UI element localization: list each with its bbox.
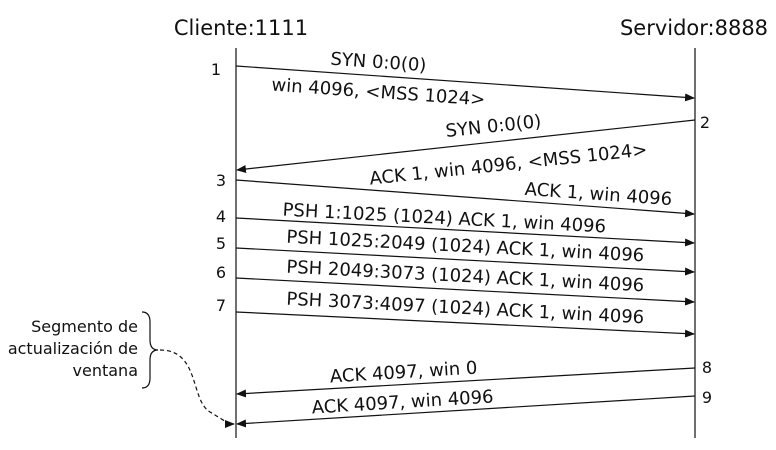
message-label: win 4096, <MSS 1024> bbox=[271, 75, 486, 111]
message-9: 9 ACK 4097, win 4096 bbox=[236, 386, 712, 428]
message-number: 4 bbox=[216, 207, 226, 226]
message-2: 2 SYN 0:0(0) ACK 1, win 4096, <MSS 1024> bbox=[236, 111, 710, 190]
message-label: ACK 1, win 4096, <MSS 1024> bbox=[369, 139, 649, 189]
message-number: 1 bbox=[211, 60, 221, 79]
message-label: ACK 4097, win 0 bbox=[329, 358, 478, 388]
message-number: 9 bbox=[702, 388, 712, 407]
window-update-annotation: Segmento de actualización de ventana bbox=[8, 311, 235, 428]
server-label: Servidor:8888 bbox=[620, 16, 768, 40]
message-number: 8 bbox=[702, 358, 712, 377]
message-number: 6 bbox=[216, 263, 226, 282]
message-arrow bbox=[236, 119, 696, 173]
message-arrow bbox=[235, 179, 695, 218]
annotation-line: actualización de bbox=[8, 339, 138, 358]
annotation-brace bbox=[141, 311, 159, 389]
message-number: 3 bbox=[216, 171, 226, 190]
message-arrow bbox=[236, 367, 696, 398]
annotation-line: ventana bbox=[73, 361, 138, 380]
message-7: 7 PSH 3073:4097 (1024) ACK 1, win 4096 bbox=[216, 289, 695, 338]
message-number: 5 bbox=[216, 234, 226, 253]
message-number: 2 bbox=[700, 113, 710, 132]
message-arrow bbox=[235, 65, 695, 102]
message-arrow bbox=[235, 217, 695, 247]
annotation-line: Segmento de bbox=[31, 317, 138, 336]
message-label: SYN 0:0(0) bbox=[330, 49, 427, 77]
message-arrow bbox=[235, 277, 695, 306]
message-label: ACK 1, win 4096 bbox=[524, 179, 673, 210]
message-arrow bbox=[236, 395, 696, 428]
message-number: 7 bbox=[216, 296, 226, 315]
message-arrow bbox=[235, 247, 695, 276]
message-label: SYN 0:0(0) bbox=[445, 111, 543, 142]
message-arrow bbox=[235, 311, 695, 338]
annotation-pointer bbox=[159, 349, 235, 428]
client-label: Cliente:1111 bbox=[174, 16, 308, 40]
message-label: PSH 3073:4097 (1024) ACK 1, win 4096 bbox=[286, 289, 645, 329]
message-1: 1 SYN 0:0(0) win 4096, <MSS 1024> bbox=[211, 49, 695, 111]
